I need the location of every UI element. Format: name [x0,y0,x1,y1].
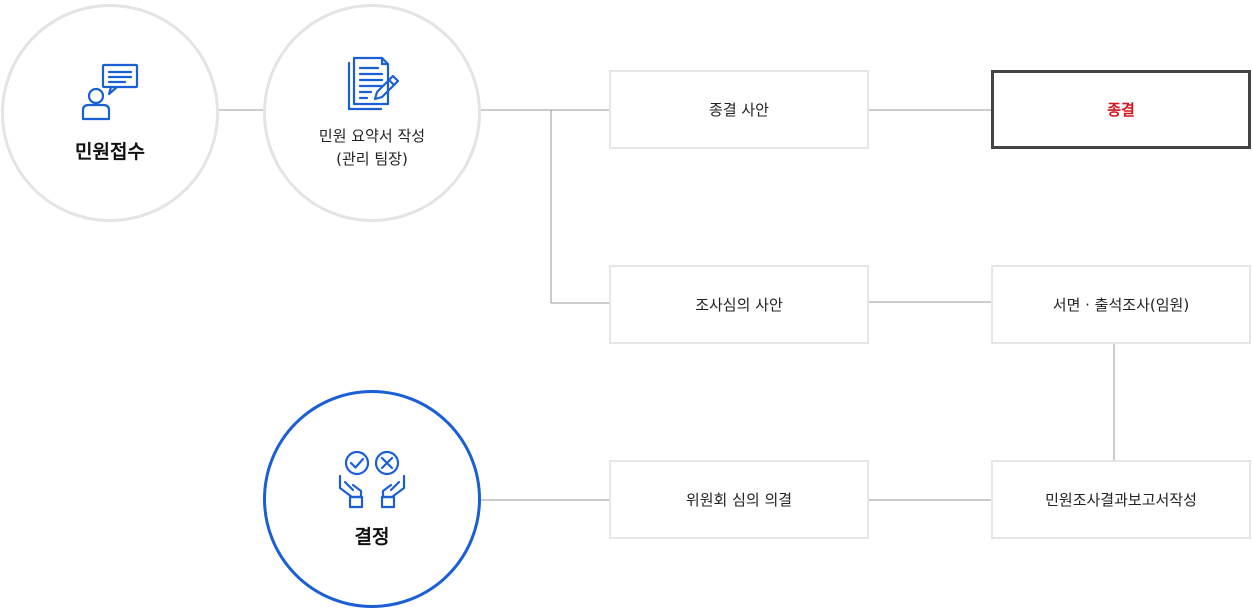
box-written-attendance: 서면 · 출석조사(임원) [991,265,1251,344]
box-report-writing-label: 민원조사결과보고서작성 [1045,491,1197,509]
person-chat-icon [81,63,139,120]
box-committee-opinion: 위원회 심의 의결 [609,460,869,539]
step-summary-line2: (관리 팀장) [336,150,408,168]
box-committee-opinion-label: 위원회 심의 의결 [685,491,793,509]
box-closing: 종결 [991,70,1251,149]
step-decision-circle: 결정 [263,390,481,608]
step-receipt-circle: 민원접수 [1,4,219,222]
box-report-writing: 민원조사결과보고서작성 [991,460,1251,539]
box-closing-case-label: 종결 사안 [709,101,769,119]
step-decision-label: 결정 [354,525,390,548]
step-receipt-label: 민원접수 [75,140,145,163]
box-closing-label: 종결 [1107,101,1135,119]
box-investigation-case: 조사심의 사안 [609,265,869,344]
box-written-attendance-label: 서면 · 출석조사(임원) [1052,296,1190,314]
step-summary-circle: 민원 요약서 작성 (관리 팀장) [263,4,481,222]
document-edit-icon [347,56,400,111]
step-summary-line1: 민원 요약서 작성 [318,127,426,145]
box-investigation-case-label: 조사심의 사안 [695,296,783,314]
hands-check-cross-icon [338,450,406,508]
box-closing-case: 종결 사안 [609,70,869,149]
